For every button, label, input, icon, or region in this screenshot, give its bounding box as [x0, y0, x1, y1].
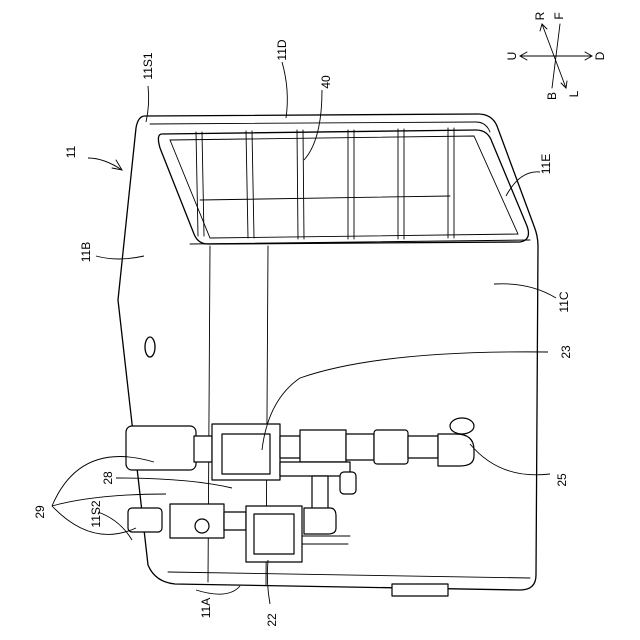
label-23: 23: [559, 345, 573, 359]
fitting-28b: [340, 472, 356, 494]
tank-opening: [158, 130, 528, 244]
label-11D: 11D: [275, 39, 289, 60]
label-40: 40: [319, 75, 333, 89]
label-11S1: 11S1: [141, 52, 155, 79]
leader-25: [470, 444, 550, 475]
side-hole: [145, 337, 155, 357]
leader-22: [267, 560, 270, 604]
tee-port: [195, 519, 209, 533]
label-11B: 11B: [79, 242, 93, 262]
leader-40: [304, 90, 322, 160]
leader-11D: [282, 62, 287, 118]
cylinder-lower: [128, 508, 162, 532]
piping-assembly: [126, 418, 474, 596]
cylinder-upper: [126, 426, 196, 470]
opening-inner: [170, 136, 518, 238]
compass-u: U: [505, 52, 519, 61]
valve-block-23-face: [222, 434, 270, 474]
label-11E: 11E: [539, 154, 553, 174]
label-22: 22: [265, 613, 279, 627]
compass-b: B: [545, 92, 559, 100]
label-28: 28: [101, 471, 115, 485]
plate-4: [348, 130, 354, 239]
pipe-run-4: [408, 436, 438, 458]
bottom-edge: [168, 572, 530, 578]
leader-11B: [96, 256, 144, 259]
compass-l: L: [567, 90, 581, 97]
coupling-1: [374, 430, 408, 464]
label-11: 11: [64, 145, 78, 158]
direction-compass: U D R F B L: [505, 11, 607, 100]
leader-11A: [196, 586, 240, 594]
leader-11: [88, 158, 122, 170]
cylinder-upper-cap: [194, 436, 212, 462]
reference-labels: 11 11S1 11D 40 11E 11B 11C 23 25 28 29 1…: [33, 39, 573, 627]
pipe-run-3: [346, 434, 374, 460]
plate-ledge: [200, 196, 450, 200]
label-11S2: 11S2: [89, 500, 103, 527]
valve-block-22-face: [254, 514, 294, 554]
internal-plates: [196, 128, 454, 239]
base-foot: [392, 584, 448, 596]
leader-11E: [506, 172, 540, 196]
fitting-28: [280, 462, 350, 476]
plate-5: [398, 129, 404, 239]
wire-22: [302, 536, 350, 544]
elbow-25: [438, 434, 474, 466]
plate-2: [246, 131, 254, 238]
label-11C: 11C: [557, 291, 571, 312]
compass-r: R: [533, 11, 547, 20]
label-25: 25: [555, 473, 569, 487]
plate-3: [297, 130, 304, 239]
plate-6: [448, 128, 454, 238]
elbow-lower: [304, 508, 336, 534]
compass-f: F: [552, 12, 566, 19]
label-29: 29: [33, 505, 47, 519]
label-11A: 11A: [199, 598, 213, 618]
leader-11S2: [98, 512, 132, 540]
leader-11C: [494, 284, 556, 298]
elbow-25-end: [450, 418, 474, 434]
pipe-run-2: [300, 430, 346, 462]
compass-d: D: [593, 51, 607, 60]
pipe-run-1: [280, 436, 300, 458]
leader-29b: [52, 494, 166, 506]
lower-pipe: [224, 512, 246, 530]
